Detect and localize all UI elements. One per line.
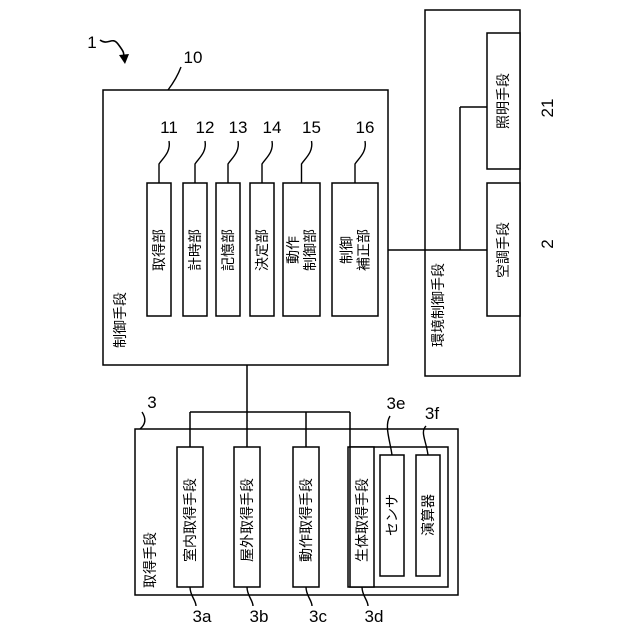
control-subunits: 取得部 11 計時部 12 記憶部 13 決定部 14 動作制御部 15 制御補正部 16 (147, 118, 378, 316)
acquisition-subunit-ref-3b: 3b (250, 607, 269, 626)
aircon-unit-label: 空調手段 (496, 222, 512, 278)
control-unit-ref: 10 (184, 48, 203, 67)
control-unit-title: 制御手段 (113, 292, 129, 348)
control-subunit-label-16-line-1: 制御 (340, 236, 356, 264)
control-subunit-leader-16 (355, 141, 365, 183)
control-subunit-label-15-line-2: 制御部 (303, 229, 319, 271)
acquisition-subunit-label-3a: 室内取得手段 (182, 478, 199, 562)
control-subunit-leader-14 (262, 141, 272, 183)
lighting-unit-ref: 21 (538, 99, 557, 118)
acquisition-subunit-label-3b: 屋外取得手段 (239, 478, 256, 562)
acquisition-unit-leader (140, 412, 145, 429)
acquisition-subunit-label-3c: 動作取得手段 (298, 478, 315, 562)
bio-subunit-label-3e: センサ (385, 494, 401, 536)
control-subunit-label-16-line-2: 補正部 (356, 229, 372, 271)
control-subunit-leader-11 (159, 141, 169, 183)
acquisition-subunit-leader-3a (190, 587, 196, 606)
control-subunit-label-15-line-1: 動作 (286, 236, 302, 264)
control-subunit-ref-15: 15 (302, 118, 321, 137)
bio-subunit-ref-3e: 3e (387, 394, 406, 413)
bio-subunit-ref-3f: 3f (425, 404, 439, 423)
bio-subunit-leader-3f (423, 426, 428, 455)
control-subunit-ref-14: 14 (263, 118, 282, 137)
control-subunit-label-12: 計時部 (188, 229, 204, 271)
acquisition-subunit-ref-3d: 3d (365, 607, 384, 626)
acquisition-subunit-leader-3b (247, 587, 253, 606)
acquisition-unit-title: 取得手段 (142, 532, 159, 588)
acquisition-subunit-ref-3a: 3a (193, 607, 212, 626)
aircon-unit-ref: 2 (538, 239, 557, 248)
control-subunit-leader-12 (195, 141, 205, 183)
control-subunit-leader-13 (228, 141, 238, 183)
acquisition-unit-ref: 3 (147, 393, 156, 412)
control-subunit-label-14: 決定部 (255, 229, 271, 271)
acquisition-subunit-ref-3c: 3c (309, 607, 327, 626)
control-subunit-ref-11: 11 (160, 118, 178, 137)
control-subunit-label-13: 記憶部 (220, 229, 237, 271)
acquisition-subunit-label-3d: 生体取得手段 (354, 478, 371, 562)
control-subunit-label-11: 取得部 (151, 229, 168, 271)
figure-ref-arrowhead (119, 54, 129, 64)
control-subunit-leader-15 (302, 141, 312, 183)
acquisition-subunit-leader-3d (362, 587, 368, 606)
figure-ref-label: 1 (87, 33, 96, 52)
lighting-unit-label: 照明手段 (496, 73, 512, 129)
control-subunit-ref-16: 16 (356, 118, 375, 137)
control-subunit-ref-12: 12 (196, 118, 215, 137)
environment-unit-title: 環境制御手段 (431, 263, 447, 347)
figure-ref-group: 1 (87, 33, 129, 64)
environment-unit: 環境制御手段 照明手段 21 空調手段 2 (425, 10, 557, 376)
acquisition-subunit-leader-3c (306, 587, 312, 606)
bio-subunit-leader-3e (387, 416, 392, 455)
bio-subunit-label-3f: 演算器 (421, 494, 437, 536)
control-subunit-ref-13: 13 (229, 118, 248, 137)
control-unit-leader (168, 67, 181, 90)
control-unit: 制御手段 10 取得部 11 計時部 12 記憶部 13 決定部 14 動作制御部 15 制御補正部… (103, 48, 388, 365)
acquisition-unit: 取得手段 3 室内取得手段 3a 屋外取得手段 3b 動作取得手段 3c 生体取得手段 3d セ… (135, 393, 458, 626)
